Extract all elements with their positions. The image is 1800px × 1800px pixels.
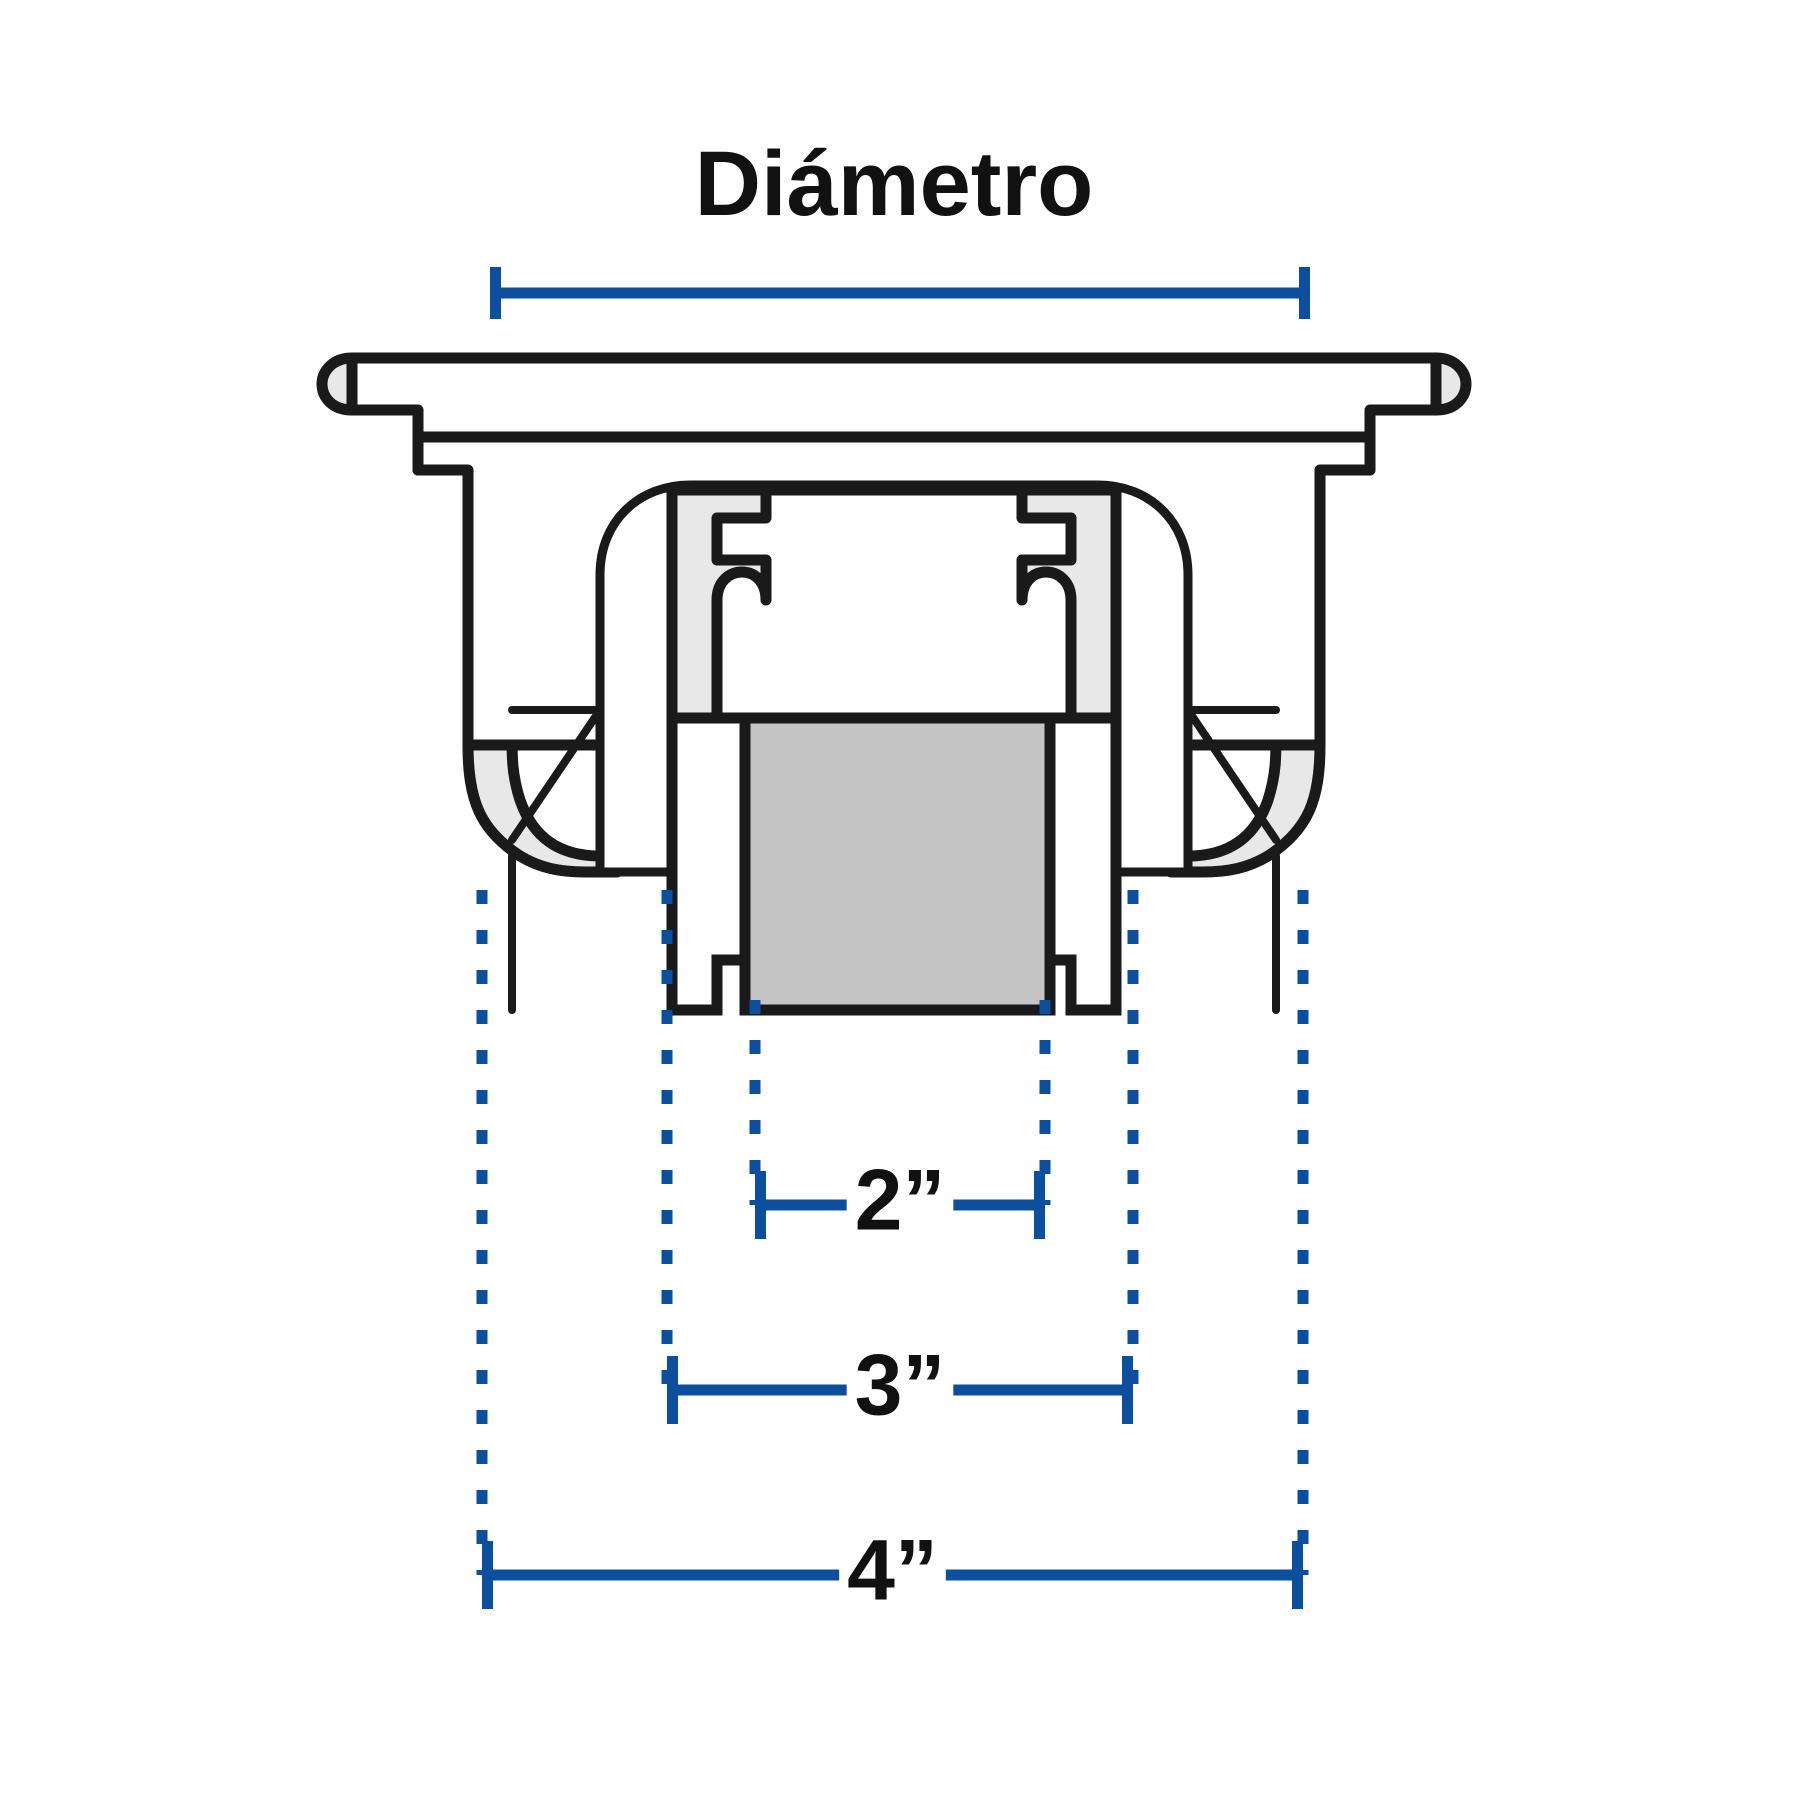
retainer-collar-right [1016, 484, 1122, 724]
retainer-collar-left [666, 484, 772, 724]
dimension-label-two-inch: 2” [855, 1153, 946, 1249]
size-dimensions-group: 2” 3” 4” [482, 1153, 1303, 1619]
dimension-label-three-inch: 3” [855, 1338, 946, 1434]
dimension-four-inch: 4” [482, 1523, 1303, 1619]
funnel-taper-left [508, 706, 604, 844]
funnel-taper-right [1184, 706, 1280, 844]
page-title: Diámetro [695, 133, 1094, 235]
drain-assembly [316, 352, 1472, 1016]
dimension-two-inch: 2” [755, 1153, 1045, 1249]
dimension-three-inch: 3” [667, 1338, 1133, 1434]
dimension-label-four-inch: 4” [847, 1523, 938, 1619]
extension-lines-group [476, 890, 1309, 1575]
diameter-dimension-group: Diámetro [490, 133, 1310, 319]
flange-plate [346, 352, 1442, 443]
outlet-pipe [739, 712, 1056, 1016]
